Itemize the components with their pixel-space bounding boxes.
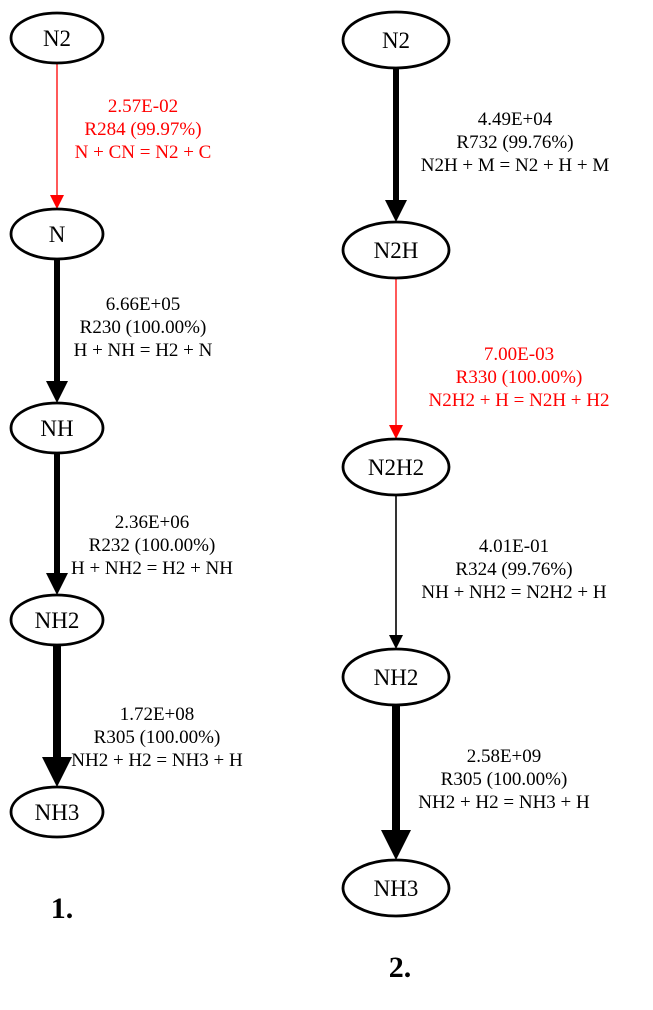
node-label: N2H — [374, 238, 419, 263]
node-label: N2 — [382, 28, 410, 53]
edge-equation-label: N + CN = N2 + C — [75, 142, 212, 163]
species-node: NH2 — [341, 647, 451, 707]
arrowhead-icon — [385, 200, 407, 222]
node-label: NH3 — [374, 876, 419, 901]
edge-rate-label: 4.01E-01 — [479, 536, 549, 557]
species-node: N2H2 — [341, 437, 451, 497]
node-label: N — [49, 222, 66, 247]
node-label: NH3 — [35, 800, 80, 825]
node-ellipse — [9, 785, 105, 839]
edge-rate-label: 6.66E+05 — [106, 294, 181, 315]
node-label: NH — [40, 416, 73, 441]
species-node: NH3 — [9, 785, 105, 839]
node-ellipse — [341, 10, 451, 70]
arrowhead-icon — [46, 573, 68, 595]
edge-reaction-label: R284 (99.97%) — [84, 119, 201, 140]
arrowhead-icon — [46, 381, 68, 403]
edge-rate-label: 4.49E+04 — [478, 109, 553, 130]
edge-rate-label: 7.00E-03 — [484, 344, 554, 365]
edge-reaction-label: R230 (100.00%) — [80, 317, 207, 338]
node-label: N2H2 — [368, 455, 424, 480]
node-ellipse — [9, 593, 105, 647]
edge-reaction-label: R305 (100.00%) — [94, 727, 221, 748]
panel-number: 1. — [51, 892, 74, 925]
species-node: N2H — [341, 220, 451, 280]
edge-reaction-label: R232 (100.00%) — [89, 535, 216, 556]
arrowhead-icon — [389, 635, 403, 649]
node-ellipse — [341, 220, 451, 280]
node-ellipse — [341, 437, 451, 497]
node-ellipse — [341, 647, 451, 707]
edge-reaction-label: R732 (99.76%) — [456, 132, 573, 153]
node-ellipse — [9, 11, 105, 65]
node-label: N2 — [43, 26, 71, 51]
node-label: NH2 — [35, 608, 80, 633]
edge-rate-label: 2.57E-02 — [108, 96, 178, 117]
edge-equation-label: H + NH = H2 + N — [74, 340, 213, 361]
node-label: NH2 — [374, 665, 419, 690]
edge-equation-label: N2H2 + H = N2H + H2 — [429, 390, 610, 411]
arrowhead-icon — [389, 425, 403, 439]
species-node: N — [9, 207, 105, 261]
species-node: N2 — [9, 11, 105, 65]
panel-number: 2. — [389, 951, 412, 984]
edge-equation-label: H + NH2 = H2 + NH — [71, 558, 233, 579]
arrowhead-icon — [50, 195, 64, 209]
edge-reaction-label: R324 (99.76%) — [455, 559, 572, 580]
node-ellipse — [9, 401, 105, 455]
node-ellipse — [9, 207, 105, 261]
edge-reaction-label: R330 (100.00%) — [456, 367, 583, 388]
edge-rate-label: 2.36E+06 — [115, 512, 190, 533]
edge-equation-label: NH + NH2 = N2H2 + H — [421, 582, 606, 603]
arrowhead-icon — [42, 757, 72, 787]
edge-equation-label: NH2 + H2 = NH3 + H — [71, 750, 243, 771]
species-node: NH2 — [9, 593, 105, 647]
species-node: NH3 — [341, 858, 451, 918]
edge-equation-label: NH2 + H2 = NH3 + H — [418, 792, 590, 813]
edge-reaction-label: R305 (100.00%) — [441, 769, 568, 790]
edge-rate-label: 2.58E+09 — [467, 746, 542, 767]
node-ellipse — [341, 858, 451, 918]
edge-equation-label: N2H + M = N2 + H + M — [421, 155, 610, 176]
species-node: N2 — [341, 10, 451, 70]
species-node: NH — [9, 401, 105, 455]
arrowhead-icon — [381, 830, 411, 860]
edge-rate-label: 1.72E+08 — [120, 704, 195, 725]
